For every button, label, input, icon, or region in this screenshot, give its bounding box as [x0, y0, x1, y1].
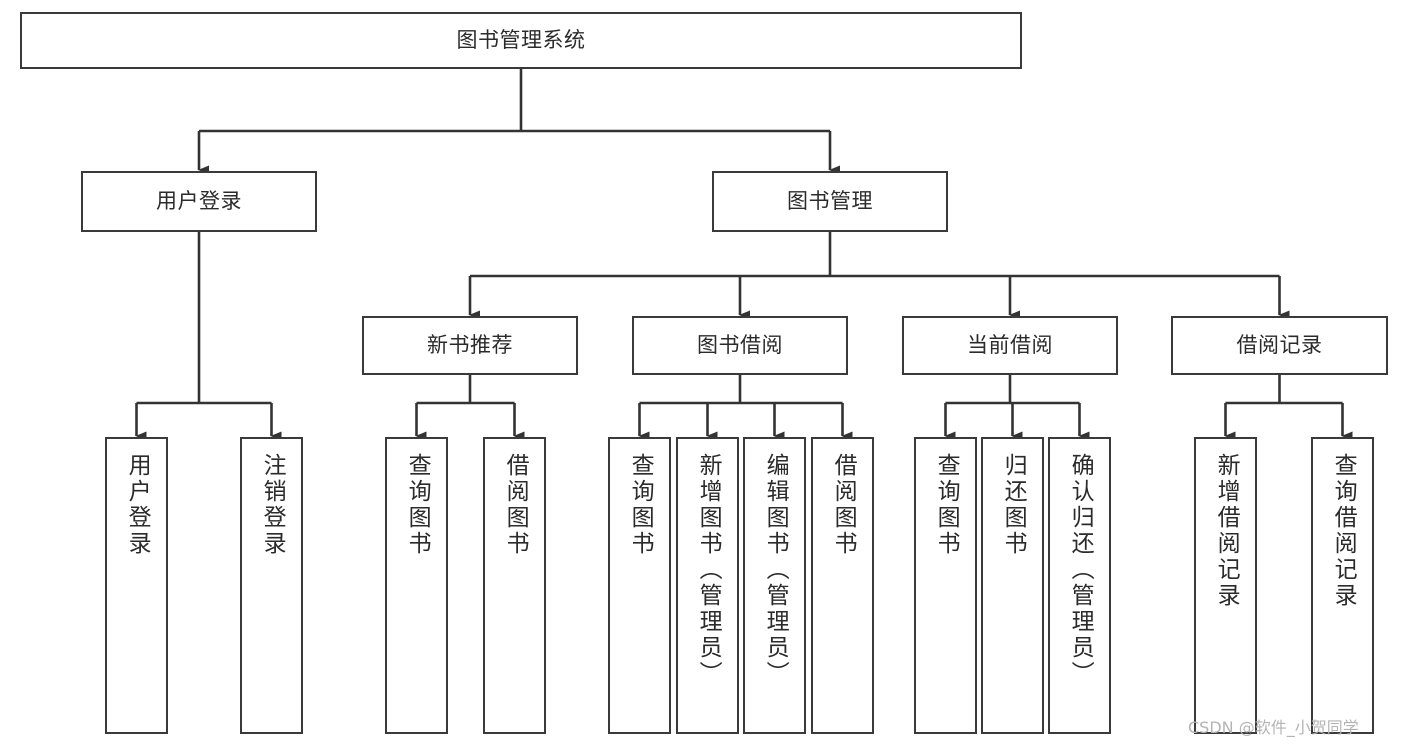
node-label: 借阅图书 — [830, 453, 857, 557]
node-leaf-query-book-current[interactable]: 查询图书 — [914, 437, 977, 734]
watermark: CSDN @软件_小贺同学 — [1188, 718, 1359, 737]
node-label: 查询借阅记录 — [1330, 453, 1357, 609]
node-label: 编辑图书（管理员） — [762, 453, 789, 687]
connector-lines — [135, 69, 1353, 441]
node-leaf-confirm-return[interactable]: 确认归还（管理员） — [1048, 437, 1111, 734]
node-label: 图书借阅 — [697, 333, 783, 358]
node-label: 用户登录 — [124, 453, 151, 557]
node-leaf-return-book[interactable]: 归还图书 — [981, 437, 1044, 734]
node-user-login[interactable]: 用户登录 — [81, 171, 317, 232]
node-borrow-records[interactable]: 借阅记录 — [1171, 316, 1388, 375]
node-leaf-query-book-borrow[interactable]: 查询图书 — [608, 437, 671, 734]
node-leaf-query-record[interactable]: 查询借阅记录 — [1311, 437, 1374, 734]
node-label: 图书管理 — [787, 189, 873, 214]
node-leaf-query-book-recommend[interactable]: 查询图书 — [385, 437, 448, 734]
node-book-borrow[interactable]: 图书借阅 — [632, 316, 848, 375]
node-label: 图书管理系统 — [456, 28, 586, 53]
node-label: 归还图书 — [1000, 453, 1027, 557]
node-new-book-recommend[interactable]: 新书推荐 — [362, 316, 578, 375]
node-leaf-borrow-book[interactable]: 借阅图书 — [811, 437, 874, 734]
node-label: 用户登录 — [156, 189, 242, 214]
node-current-borrow[interactable]: 当前借阅 — [902, 316, 1118, 375]
node-leaf-user-login[interactable]: 用户登录 — [105, 437, 168, 734]
node-leaf-edit-book[interactable]: 编辑图书（管理员） — [743, 437, 806, 734]
node-label: 查询图书 — [404, 453, 431, 557]
node-leaf-add-record[interactable]: 新增借阅记录 — [1194, 437, 1257, 734]
node-label: 查询图书 — [933, 453, 960, 557]
node-label: 借阅记录 — [1236, 333, 1323, 358]
node-label: 查询图书 — [627, 453, 654, 557]
node-label: 新增图书（管理员） — [695, 453, 722, 687]
node-label: 新书推荐 — [427, 333, 513, 358]
node-root[interactable]: 图书管理系统 — [20, 12, 1022, 69]
node-label: 确认归还（管理员） — [1067, 453, 1094, 687]
node-book-management[interactable]: 图书管理 — [712, 171, 948, 232]
node-leaf-add-book[interactable]: 新增图书（管理员） — [676, 437, 739, 734]
node-label: 新增借阅记录 — [1213, 453, 1240, 609]
node-leaf-borrow-book-recommend[interactable]: 借阅图书 — [483, 437, 546, 734]
node-label: 注销登录 — [259, 453, 286, 557]
node-leaf-logout[interactable]: 注销登录 — [240, 437, 303, 734]
node-label: 借阅图书 — [502, 453, 529, 557]
node-label: 当前借阅 — [967, 333, 1053, 358]
